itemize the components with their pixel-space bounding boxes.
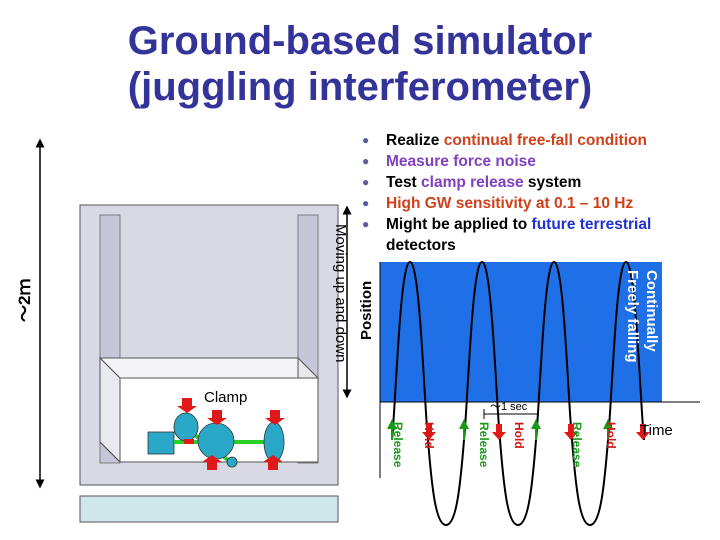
clamp-arrows — [177, 398, 285, 470]
period-label: ～1 sec — [490, 401, 528, 413]
hold-arrow-2 — [492, 424, 506, 440]
bullet-text: Realize — [386, 132, 444, 149]
title-line-1: Ground-based simulator — [127, 19, 593, 63]
bullet-dot-icon: ● — [362, 154, 370, 168]
hold-arrow-1 — [422, 424, 436, 440]
clamp-label: Clamp — [204, 389, 248, 406]
bullet-highlight: future terrestrial — [531, 216, 652, 233]
test-mass-left — [173, 412, 199, 442]
bullet-item: ● High GW sensitivity at 0.1 – 10 Hz — [356, 193, 716, 214]
bullet-dot-icon: ● — [362, 175, 370, 189]
hold-arrow-4 — [636, 424, 650, 440]
release-label-3: Release — [570, 422, 584, 468]
bullet-item: ● Test clamp release system — [356, 172, 716, 193]
bullet-highlight: clamp release — [421, 174, 524, 191]
release-label-1: Release — [391, 422, 405, 468]
bullet-highlight: Measure force noise — [386, 153, 536, 170]
bullet-dot-icon: ● — [362, 217, 370, 231]
bullet-dot-icon: ● — [362, 196, 370, 210]
bullet-highlight: High GW sensitivity at 0.1 – 10 Hz — [386, 195, 634, 212]
bullet-item: ● Might be applied to future terrestrial d… — [356, 214, 716, 256]
height-label: ～2ｍ — [15, 278, 34, 322]
moving-label: Moving up and down — [332, 224, 349, 363]
trajectory-wave — [391, 260, 645, 527]
time-axis-label: Time — [640, 422, 673, 439]
title-line-2: (juggling interferometer) — [127, 65, 593, 109]
freefall-label-line2: Freely falling — [624, 270, 641, 363]
hold-label-1: Hold — [422, 422, 436, 449]
bullet-highlight: continual free-fall condition — [443, 132, 647, 149]
bullet-dot-icon: ● — [362, 133, 370, 147]
laser-box — [147, 431, 175, 455]
tower-base — [79, 495, 339, 523]
hold-label-2: Hold — [512, 422, 526, 449]
page-title: Ground-based simulator (juggling interfe… — [0, 18, 720, 110]
bullet-item: ● Realize continual free-fall condition — [356, 130, 716, 151]
test-mass-center — [197, 422, 235, 460]
bullet-tail: detectors — [386, 237, 456, 254]
freefall-label-line1: Continually — [643, 270, 660, 352]
bullet-text-after: system — [523, 174, 582, 191]
feature-list: ● Realize continual free-fall condition ●… — [356, 130, 716, 256]
bullet-item: ● Measure force noise — [356, 151, 716, 172]
bullet-text: Test — [386, 174, 422, 191]
release-label-2: Release — [477, 422, 491, 468]
hold-label-3: Hold — [604, 422, 618, 449]
bullet-text: Might be applied to — [386, 216, 532, 233]
position-axis-label: Position — [358, 280, 375, 340]
hold-arrow-3 — [564, 424, 578, 440]
photodetector — [226, 456, 238, 468]
